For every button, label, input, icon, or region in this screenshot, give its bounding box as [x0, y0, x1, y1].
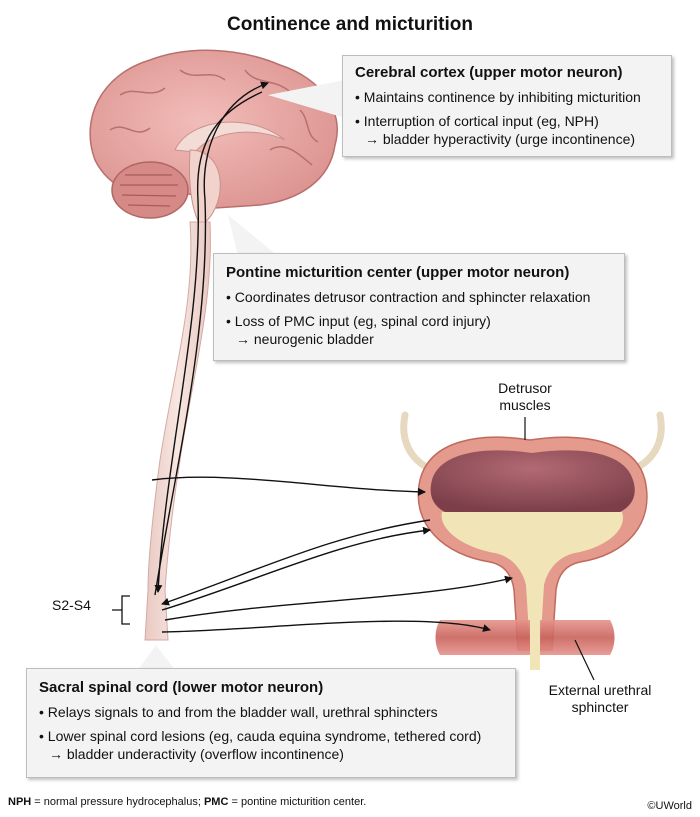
footnote-pmc-abbr: PMC: [203, 796, 229, 808]
cortex-bullet-2-continuation: → bladder hyperactivity (urge incontinen…: [365, 131, 636, 147]
cortex-pointer: [268, 80, 345, 118]
urethra: [530, 585, 540, 670]
detrusor-label: Detrusor muscles: [480, 380, 570, 414]
copyright: ©UWorld: [647, 800, 692, 812]
sacral-bullet-1: • Relays signals to and from the bladder…: [39, 704, 438, 720]
sacral-bullet-2: • Lower spinal cord lesions (eg, cauda e…: [39, 727, 505, 763]
cortex-bullet-2-text: Interruption of cortical input (eg, NPH): [363, 113, 599, 129]
urine: [441, 512, 623, 650]
sacral-bullet-2-text: Lower spinal cord lesions (eg, cauda equ…: [47, 728, 482, 744]
diagram-title: Continence and micturition: [227, 14, 473, 35]
sacral-pointer: [138, 645, 175, 670]
sphincter-muscle: [435, 620, 615, 655]
cortex-bullet-1-text: Maintains continence by inhibiting mictu…: [363, 89, 641, 105]
sacral-heading: Sacral spinal cord (lower motor neuron): [39, 679, 324, 696]
external-sphincter-label: External urethral sphincter: [530, 682, 670, 716]
pmc-callout: Pontine micturition center (upper motor …: [213, 253, 625, 361]
footnote-pmc-def: = pontine micturition center.: [228, 796, 367, 808]
pmc-bullet-2-continuation: → neurogenic bladder: [236, 331, 374, 347]
footnote: NPH = normal pressure hydrocephalus; PMC…: [8, 796, 366, 808]
detrusor-label-line-2: muscles: [499, 397, 551, 413]
cortex-bullet-1: • Maintains continence by inhibiting mic…: [355, 89, 641, 105]
cerebellum-folds: [120, 174, 178, 207]
footnote-nph-abbr: NPH: [8, 796, 32, 808]
pmc-bullet-2-text: Loss of PMC input (eg, spinal cord injur…: [234, 313, 491, 329]
arrow-bladder-to-cord: [161, 519, 431, 606]
pmc-bullet-2: • Loss of PMC input (eg, spinal cord inj…: [226, 312, 614, 348]
s2-s4-label: S2-S4: [52, 597, 91, 613]
bladder-lumen: [430, 450, 635, 512]
cortex-callout: Cerebral cortex (upper motor neuron) • M…: [342, 55, 672, 157]
arrow-cord-to-bladder: [161, 526, 431, 611]
pmc-heading: Pontine micturition center (upper motor …: [226, 264, 570, 281]
descending-pathway: [154, 91, 263, 593]
pmc-pointer: [228, 215, 278, 256]
footnote-nph-def: = normal pressure hydrocephalus;: [31, 796, 204, 808]
pmc-bullet-1-text: Coordinates detrusor contraction and sph…: [234, 289, 591, 305]
sacral-bullet-1-text: Relays signals to and from the bladder w…: [47, 704, 438, 720]
cortex-bullet-2: • Interruption of cortical input (eg, NP…: [355, 112, 661, 148]
brain-gyri: [109, 69, 319, 171]
sphincter-leader: [574, 639, 595, 681]
sphincter-label-line-2: sphincter: [571, 699, 629, 715]
bladder: [417, 436, 648, 670]
cortex-heading: Cerebral cortex (upper motor neuron): [355, 64, 623, 81]
arrow-to-detrusor-upper: [151, 476, 426, 496]
brain: [89, 49, 338, 226]
detrusor-label-line-1: Detrusor: [498, 380, 552, 396]
spinal-cord: [144, 221, 211, 641]
corpus-callosum: [174, 121, 286, 153]
cerebellum: [111, 161, 189, 219]
pmc-bullet-1: • Coordinates detrusor contraction and s…: [226, 289, 591, 305]
arrow-to-bladder-neck: [164, 575, 513, 621]
arrow-to-external-sphincter: [161, 620, 491, 633]
sphincter-label-line-1: External urethral: [548, 682, 652, 698]
s2s4-bracket: [112, 595, 130, 625]
sacral-bullet-2-continuation: → bladder underactivity (overflow incont…: [49, 746, 344, 762]
sacral-callout: Sacral spinal cord (lower motor neuron) …: [26, 668, 516, 778]
